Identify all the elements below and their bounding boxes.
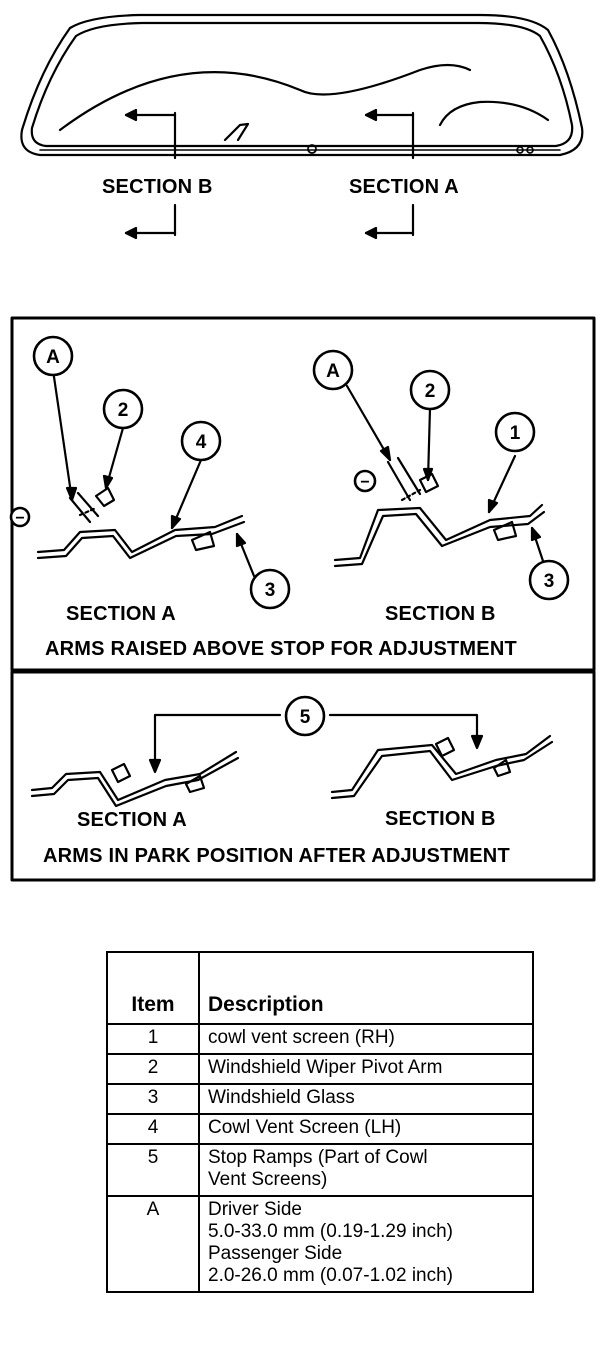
windshield-outline [20, 13, 584, 157]
legend-description: Windshield Glass [198, 1083, 534, 1115]
legend-item: A [106, 1195, 200, 1293]
callout-2-left: 2 [118, 400, 129, 421]
panel-park-frame [10, 670, 596, 882]
top-section-b-label: SECTION B [102, 176, 213, 198]
callout-1: 1 [510, 423, 521, 444]
section-a-cut-line [364, 108, 415, 240]
callout-4: 4 [196, 432, 207, 453]
callout-circles [9, 335, 570, 737]
legend-item: 5 [106, 1143, 200, 1197]
raised-section-a-label: SECTION A [66, 603, 176, 625]
park-section-a-label: SECTION A [77, 809, 187, 831]
table-row: 2 Windshield Wiper Pivot Arm [106, 1053, 534, 1085]
callout-leaders [51, 368, 546, 774]
park-caption: ARMS IN PARK POSITION AFTER ADJUSTMENT [43, 845, 510, 867]
section-b-cut-line [124, 108, 177, 240]
callout-3-left: 3 [265, 580, 276, 601]
legend-header-description: Description [198, 951, 534, 1025]
legend-header-row: Item Description [106, 951, 534, 1025]
legend-item: 1 [106, 1023, 200, 1055]
legend-header-item: Item [106, 951, 200, 1025]
legend-description: Stop Ramps (Part of Cowl Vent Screens) [198, 1143, 534, 1197]
minus-sign-right: − [360, 474, 369, 491]
legend-description: Driver Side 5.0-33.0 mm (0.19-1.29 inch)… [198, 1195, 534, 1293]
park-section-b-label: SECTION B [385, 808, 496, 830]
legend-item: 3 [106, 1083, 200, 1115]
callout-2-right: 2 [425, 381, 436, 402]
raised-section-b-label: SECTION B [385, 603, 496, 625]
legend-description: cowl vent screen (RH) [198, 1023, 534, 1055]
table-row: A Driver Side 5.0-33.0 mm (0.19-1.29 inc… [106, 1195, 534, 1293]
table-row: 4 Cowl Vent Screen (LH) [106, 1113, 534, 1145]
table-row: 5 Stop Ramps (Part of Cowl Vent Screens) [106, 1143, 534, 1197]
panel-raised-frame [10, 316, 596, 672]
legend-description: Windshield Wiper Pivot Arm [198, 1053, 534, 1085]
section-a-park-profile [30, 750, 240, 808]
callout-3-right: 3 [544, 571, 555, 592]
callout-a-right: A [326, 361, 340, 382]
legend-item: 4 [106, 1113, 200, 1145]
minus-sign-left: − [15, 510, 24, 527]
table-row: 3 Windshield Glass [106, 1083, 534, 1115]
section-b-park-profile [330, 734, 554, 800]
legend-item: 2 [106, 1053, 200, 1085]
callout-5: 5 [300, 707, 311, 728]
callout-labels: A 2 4 3 A 2 1 3 5 − − [15, 347, 554, 728]
raised-caption: ARMS RAISED ABOVE STOP FOR ADJUSTMENT [45, 638, 517, 660]
section-a-raised-profile [36, 486, 246, 560]
legend-table: Item Description 1 cowl vent screen (RH)… [106, 951, 534, 1293]
table-row: 1 cowl vent screen (RH) [106, 1023, 534, 1055]
callout-a-left: A [46, 347, 60, 368]
top-section-a-label: SECTION A [349, 176, 459, 198]
legend-description: Cowl Vent Screen (LH) [198, 1113, 534, 1145]
